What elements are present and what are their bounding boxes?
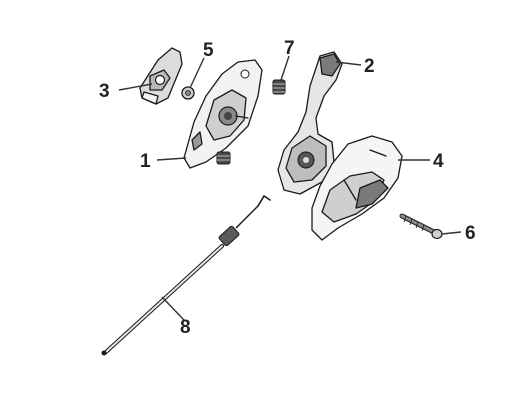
leader-6 [441,231,462,235]
part-1-housing [183,59,263,169]
part-7-spring [272,79,286,95]
leader-lines [118,55,462,321]
leader-7 [280,55,290,81]
part-2-lever [277,51,343,195]
part-6-screw [399,213,443,240]
leader-8 [161,296,185,321]
lower-spring [216,151,231,165]
callout-7: 7 [284,38,295,59]
callout-1: 1 [140,151,151,172]
callouts: 1 2 3 4 5 6 7 8 [99,38,476,338]
callout-8: 8 [180,317,191,338]
leader-3 [118,83,153,91]
callout-4: 4 [433,151,444,172]
leader-1 [156,157,187,161]
part-3-cover-plate [139,47,183,105]
leader-2 [335,61,362,66]
leader-5 [189,57,205,89]
callout-3: 3 [99,81,110,102]
part-5-nut [181,86,195,100]
callout-6: 6 [465,223,476,244]
part-4-shell [311,135,403,241]
callout-2: 2 [364,56,375,77]
callout-5: 5 [203,40,214,61]
